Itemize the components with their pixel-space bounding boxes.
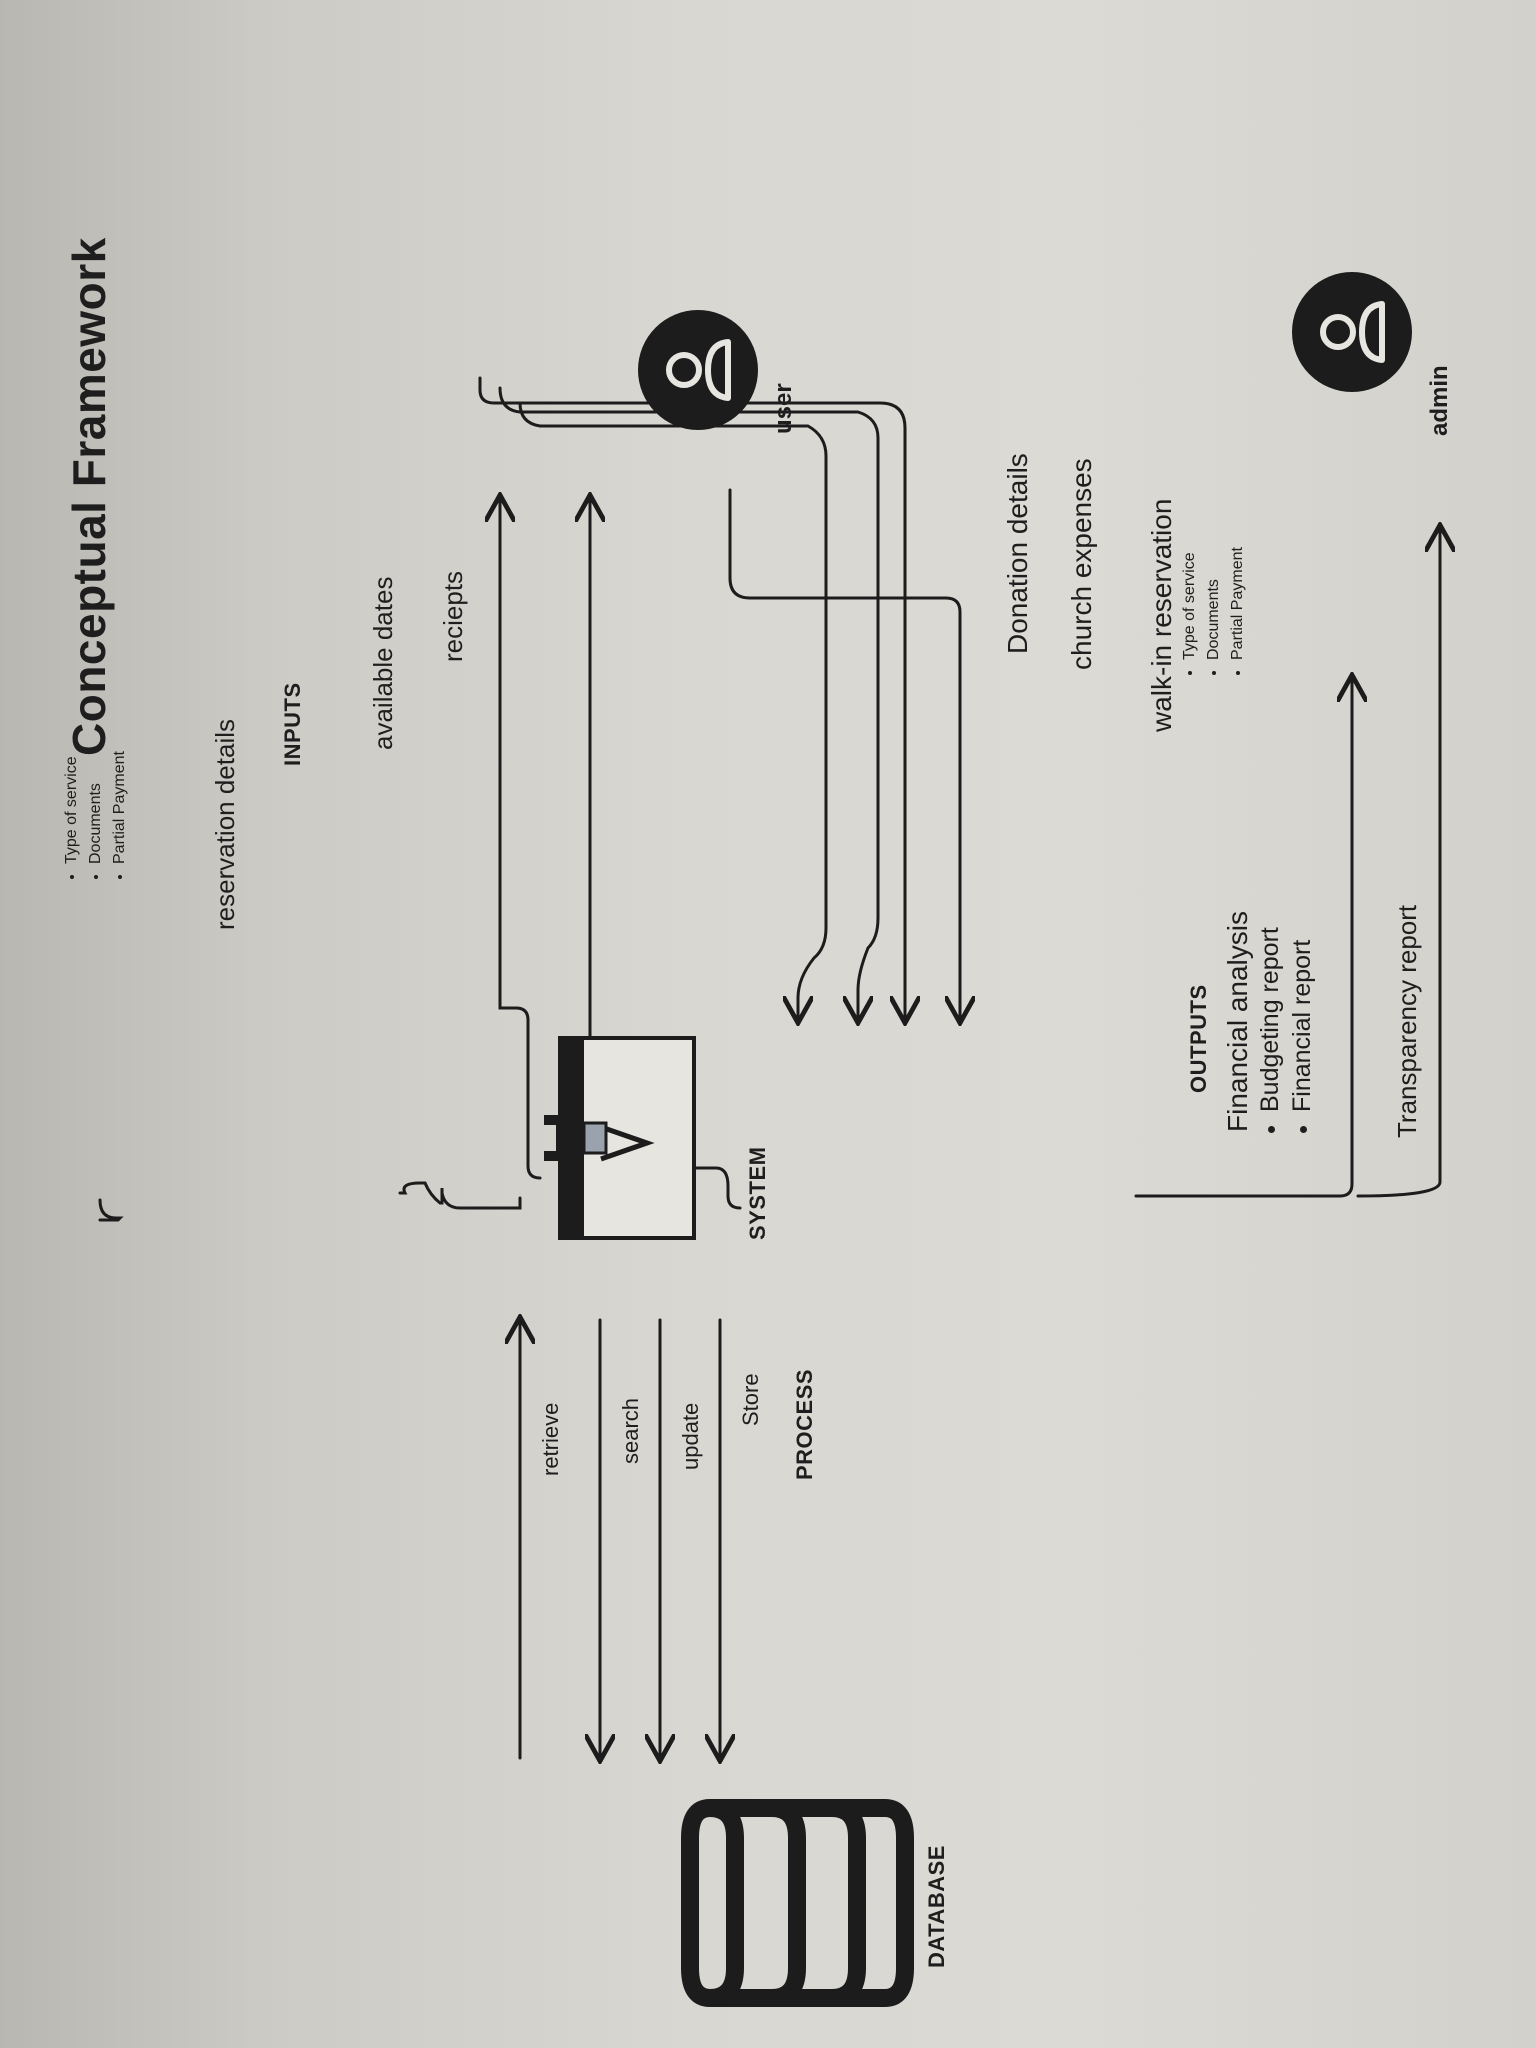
walk-in-item: Documents	[1202, 547, 1226, 660]
page-title: Conceptual Framework	[63, 237, 115, 756]
financial-analysis-label: Financial analysis	[1222, 911, 1253, 1132]
walk-in-list: Type of service Documents Partial Paymen…	[1178, 547, 1250, 682]
financial-item: Budgeting report	[1254, 927, 1286, 1112]
process-heading: PROCESS	[792, 1368, 817, 1480]
outputs-arrow	[1134, 678, 1352, 1198]
reservation-details-list: Type of service Documents Partial Paymen…	[60, 751, 132, 886]
user-label: user	[770, 383, 797, 434]
walk-in-item: Partial Payment	[1226, 547, 1250, 660]
database-icon	[681, 1799, 914, 2007]
church-expenses-label: church expenses	[1066, 458, 1097, 670]
walk-in-arrow	[518, 401, 828, 1020]
reservation-details-label: reservation details	[210, 719, 240, 930]
admin-icon	[1292, 272, 1412, 392]
walk-in-reservation-label: walk-in reservation	[1146, 498, 1177, 732]
reservation-item: Partial Payment	[108, 751, 132, 864]
transparency-arrow	[1356, 528, 1440, 1198]
transparency-report-arrow	[98, 1198, 124, 1222]
financial-list: Budgeting report Financial report	[1254, 927, 1318, 1136]
available-dates-label: available dates	[368, 576, 398, 750]
donation-details-label: Donation details	[1002, 453, 1033, 654]
system-label: SYSTEM	[745, 1146, 770, 1240]
outputs-heading: OUTPUTS	[1186, 984, 1211, 1093]
monitor-check-icon	[544, 1036, 696, 1240]
process-store: Store	[738, 1373, 763, 1426]
reciepts-arrow	[500, 498, 542, 1180]
reservation-item: Documents	[84, 751, 108, 864]
walk-in-item: Type of service	[1178, 547, 1202, 660]
inputs-heading: INPUTS	[280, 682, 305, 766]
available-dates-arrow	[590, 498, 742, 1210]
reservation-item: Type of service	[60, 751, 84, 864]
transparency-report-label: Transparency report	[1392, 904, 1422, 1138]
process-retrieve: retrieve	[538, 1402, 563, 1476]
reservation-details-arrow	[728, 488, 960, 1020]
user-icon	[638, 310, 758, 430]
admin-label: admin	[1426, 365, 1453, 436]
database-label: DATABASE	[924, 1845, 949, 1968]
reciepts-label: reciepts	[438, 570, 468, 662]
church-expenses-arrow	[498, 386, 880, 1020]
process-search: search	[618, 1397, 643, 1464]
financial-item: Financial report	[1286, 927, 1318, 1112]
financial-analysis-arrow	[398, 1181, 522, 1210]
process-update: update	[678, 1402, 703, 1470]
